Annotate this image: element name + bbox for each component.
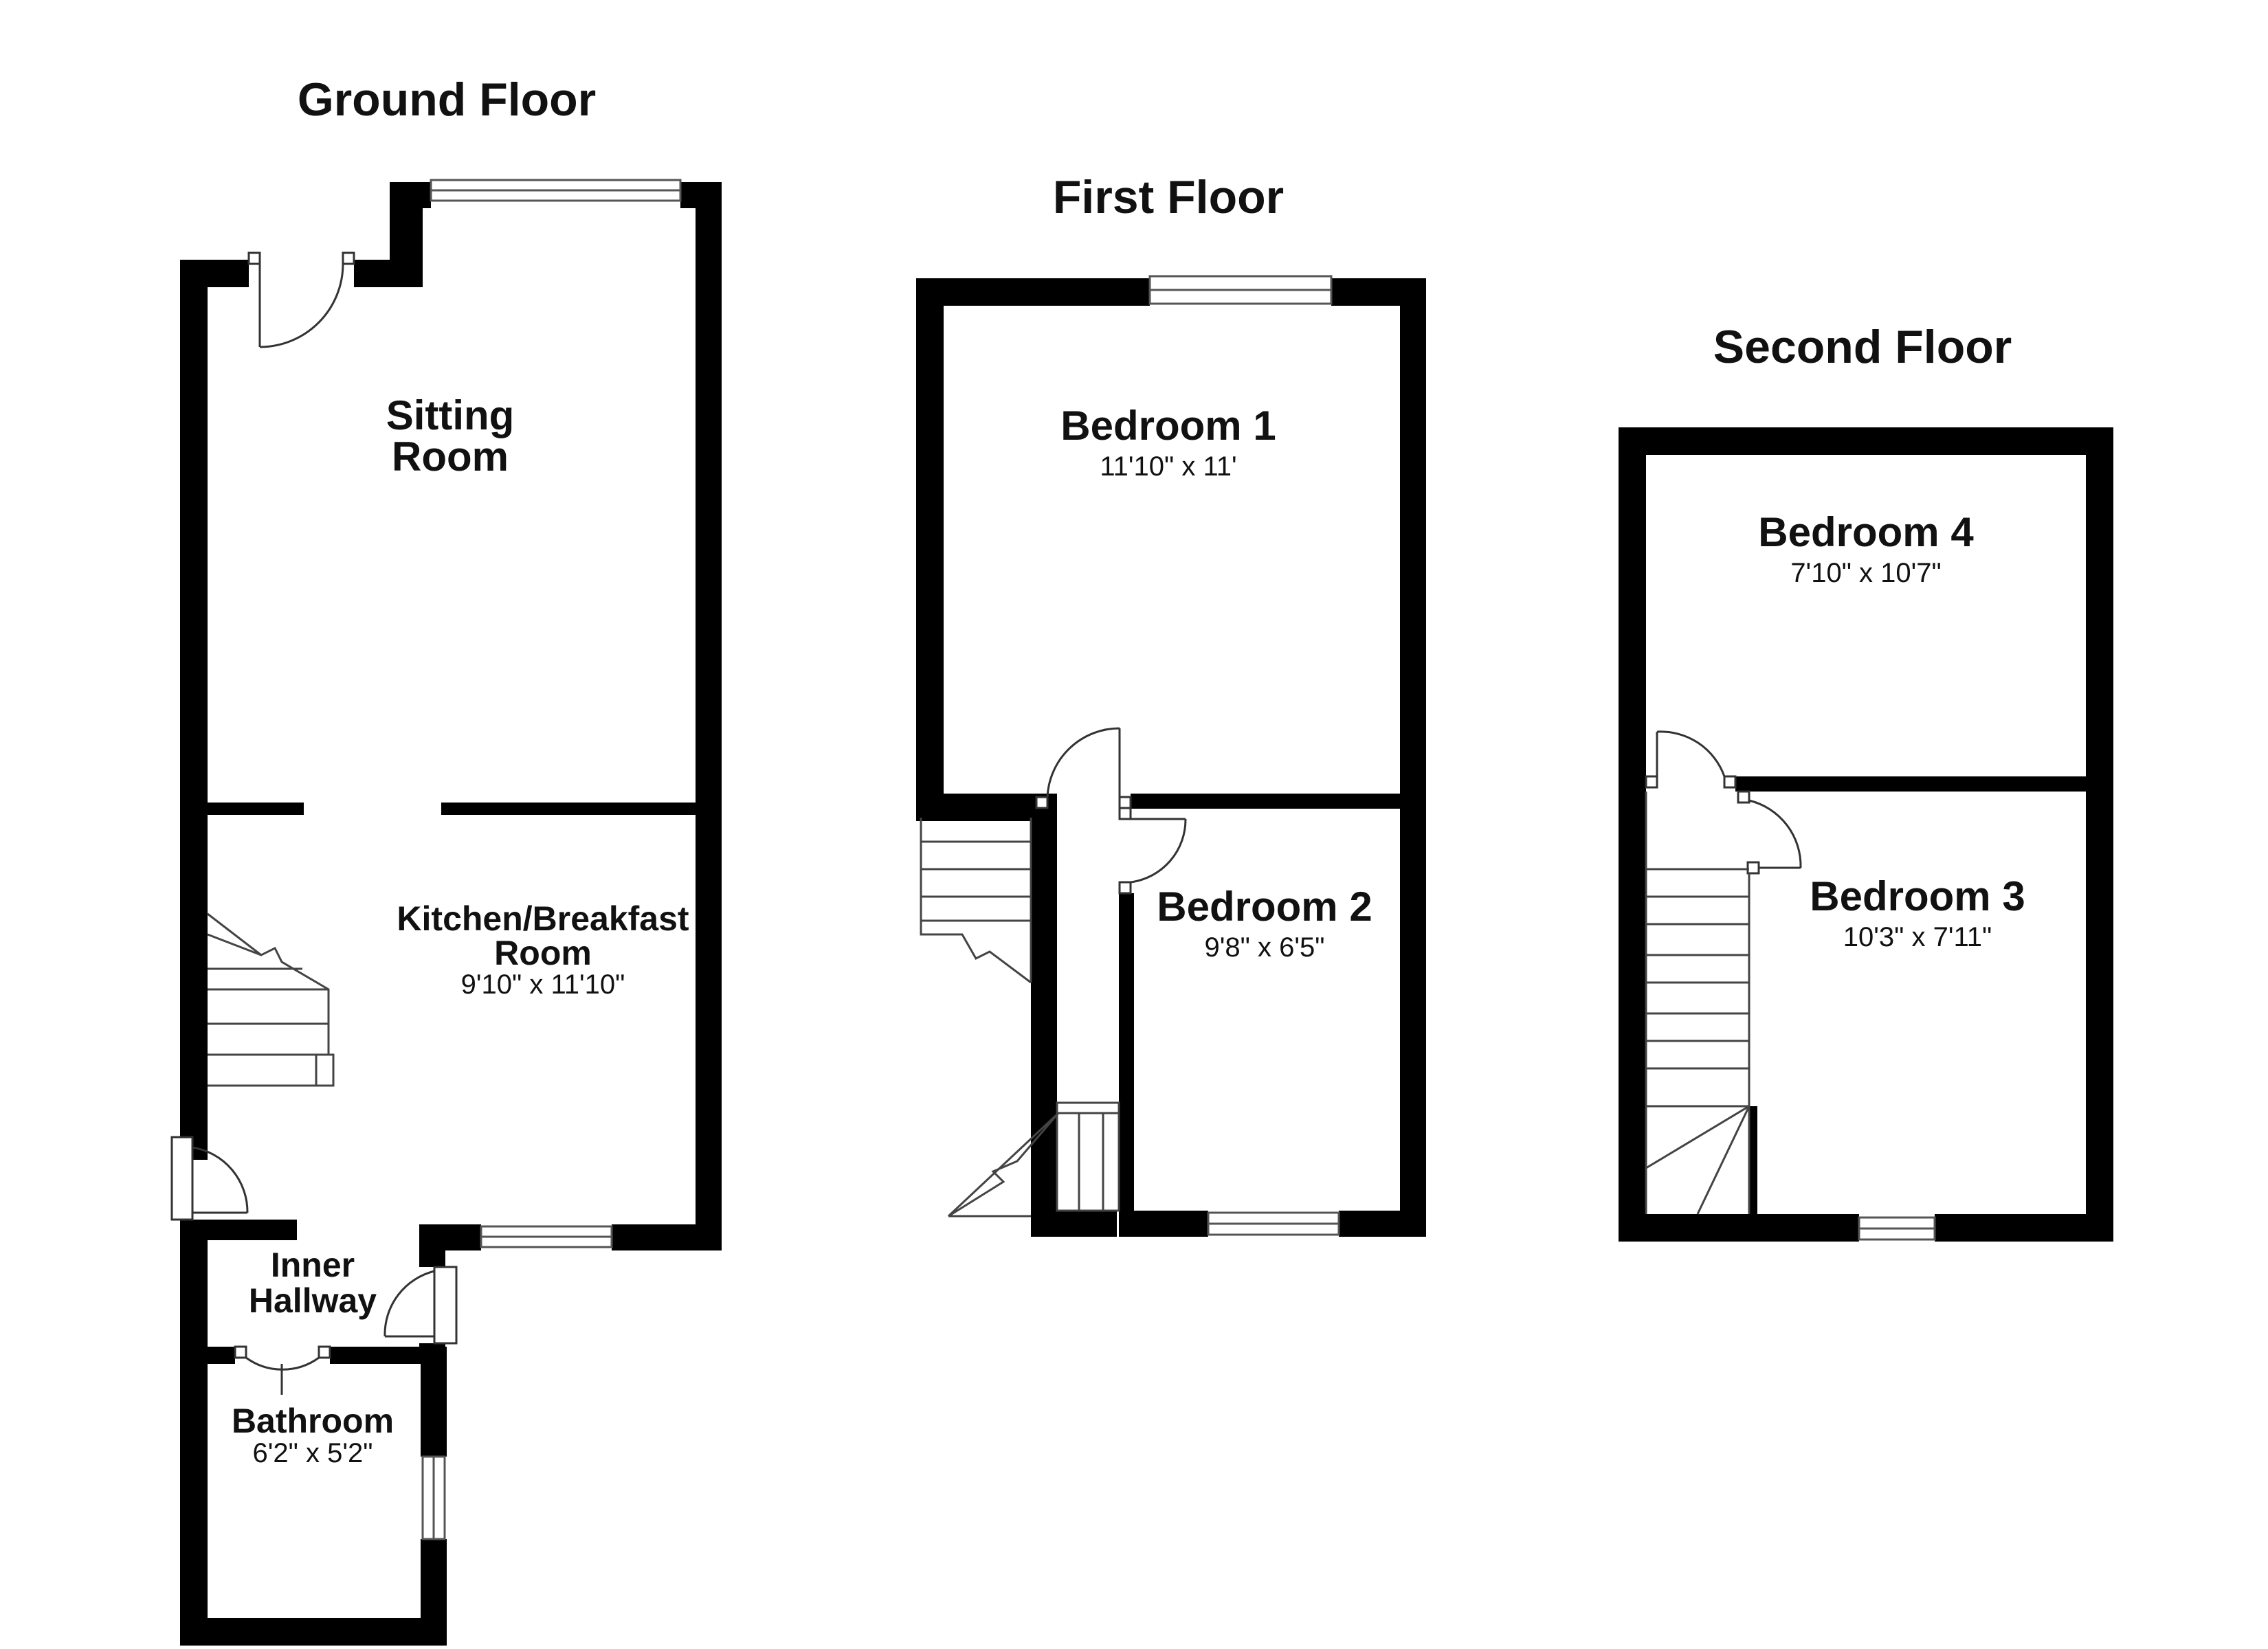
first-floor-title: First Floor	[1053, 171, 1284, 223]
room-dimensions-bedroom-3: 10'3" x 7'11"	[1843, 922, 1992, 952]
ground-floor-title: Ground Floor	[298, 74, 596, 126]
door	[247, 251, 355, 348]
door	[383, 1266, 458, 1345]
room-name-bedroom-3: Bedroom 3	[1810, 873, 2025, 919]
window	[421, 1455, 446, 1540]
room-name-bedroom-2: Bedroom 2	[1157, 884, 1372, 930]
room-name-sitting-room: Room	[392, 434, 509, 480]
staircase	[207, 912, 335, 1087]
wall	[1619, 427, 1646, 1242]
wall	[1935, 1214, 2113, 1242]
door	[1118, 807, 1187, 895]
door	[1645, 730, 1737, 789]
wall	[1749, 1106, 1757, 1242]
room-dimensions-bedroom-4: 7'10" x 10'7"	[1790, 558, 1941, 588]
wall	[1031, 1211, 1117, 1237]
wall	[208, 803, 304, 815]
window	[1858, 1216, 1936, 1241]
wall	[1400, 278, 1426, 1237]
wall	[180, 1618, 447, 1646]
wall	[208, 1347, 235, 1364]
wall	[441, 803, 696, 815]
window	[430, 179, 682, 202]
room-name-sitting-room: Sitting	[386, 392, 515, 438]
staircase	[1645, 792, 1750, 1215]
wall	[180, 260, 208, 1160]
ground-floor-plan: Ground Floor	[170, 74, 722, 1646]
wall	[1131, 794, 1426, 809]
wall	[1735, 776, 2113, 792]
door	[234, 1345, 331, 1395]
wall	[180, 260, 249, 287]
wall	[916, 278, 1150, 306]
window	[1207, 1211, 1340, 1236]
room-name-inner-hallway: Inner	[271, 1246, 355, 1284]
window	[1148, 275, 1333, 305]
wall	[1031, 794, 1057, 1237]
door	[1035, 727, 1132, 809]
room-name-bathroom: Bathroom	[232, 1402, 394, 1440]
wall	[1619, 1214, 1859, 1242]
door	[1737, 790, 1802, 875]
wall	[1119, 893, 1134, 1237]
room-name-kitchen: Kitchen/Breakfast	[397, 899, 689, 938]
room-dimensions-kitchen: 9'10" x 11'10"	[461, 969, 625, 1000]
wall	[1339, 1211, 1426, 1237]
window	[480, 1225, 613, 1248]
second-floor-plan: Second Floor	[1619, 321, 2113, 1242]
wall	[2086, 427, 2113, 1242]
room-dimensions-bedroom-1: 11'10" x 11'	[1100, 451, 1236, 482]
room-name-bedroom-4: Bedroom 4	[1758, 509, 1974, 555]
second-floor-title: Second Floor	[1713, 321, 2012, 373]
room-name-bedroom-1: Bedroom 1	[1060, 403, 1276, 449]
room-name-kitchen: Room	[494, 934, 592, 972]
room-dimensions-bedroom-2: 9'8" x 6'5"	[1205, 932, 1325, 963]
wall	[1619, 427, 2113, 455]
door	[170, 1136, 249, 1221]
room-dimensions-bathroom: 6'2" x 5'2"	[253, 1438, 373, 1468]
wall	[696, 182, 722, 1250]
wall	[916, 278, 944, 821]
first-floor-plan: First Floor	[916, 171, 1426, 1237]
staircase	[920, 818, 1120, 1218]
wall	[916, 794, 1036, 821]
wall	[180, 1220, 208, 1646]
wall	[390, 182, 431, 208]
wall	[612, 1224, 722, 1250]
wall	[419, 1224, 445, 1267]
wall	[421, 1347, 447, 1457]
wall	[1619, 776, 1632, 792]
room-name-inner-hallway: Hallway	[249, 1281, 377, 1320]
